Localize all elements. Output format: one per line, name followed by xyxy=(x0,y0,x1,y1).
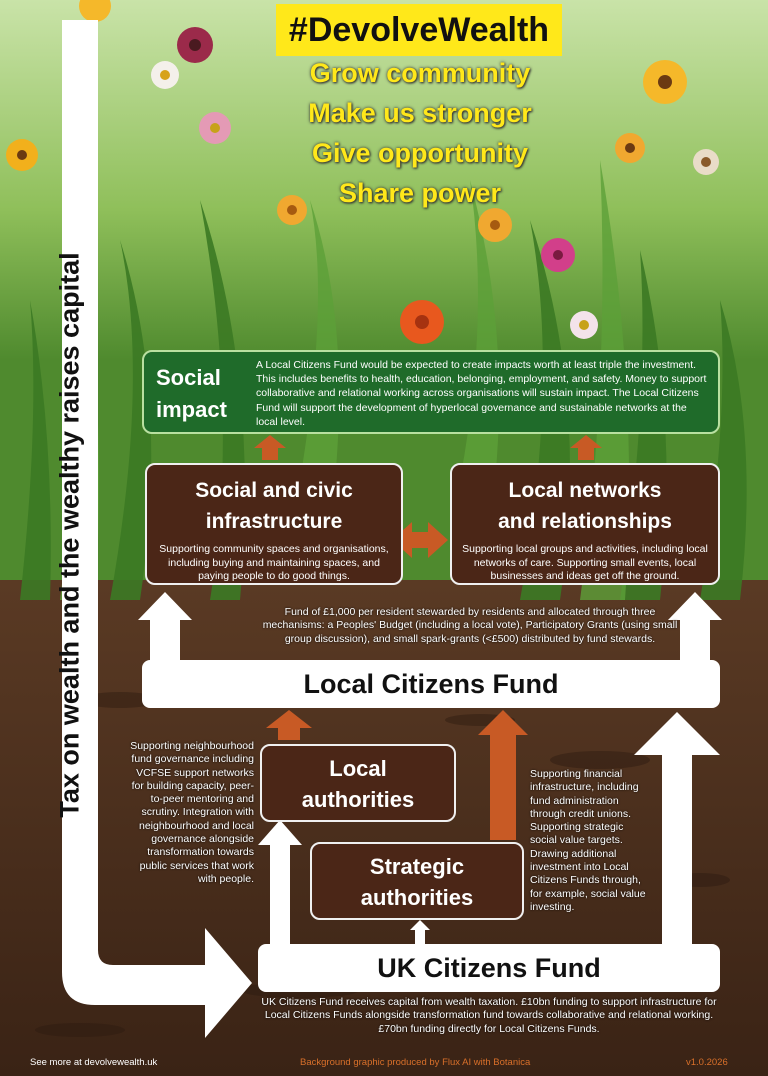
social-civic-title-line1: Social and civic xyxy=(195,479,353,502)
local-authorities-box: Local authorities xyxy=(260,744,456,822)
local-networks-text: Supporting local groups and activities, … xyxy=(462,543,708,582)
local-citizens-fund-bar: Local Citizens Fund xyxy=(142,660,720,708)
social-civic-box: Social and civic infrastructure Supporti… xyxy=(145,463,403,585)
strategic-authorities-line2: authorities xyxy=(360,885,474,910)
local-authorities-line1: Local xyxy=(329,756,387,781)
local-networks-box: Local networks and relationships Support… xyxy=(450,463,720,585)
strategic-authorities-box: Strategic authorities xyxy=(310,842,524,920)
hashtag-title: #DevolveWealth xyxy=(276,4,562,56)
side-label: Tax on wealth and the wealthy raises cap… xyxy=(40,120,100,950)
social-impact-box: Social impact A Local Citizens Fund woul… xyxy=(142,350,720,434)
footer-website[interactable]: See more at devolvewealth.uk xyxy=(30,1057,158,1068)
slogan-line-4: Share power xyxy=(338,178,502,208)
fund-note: Fund of £1,000 per resident stewarded by… xyxy=(262,606,678,645)
slogan-line-3: Give opportunity xyxy=(312,138,528,168)
social-impact-title-line1: Social xyxy=(156,365,221,390)
side-label-text: Tax on wealth and the wealthy raises cap… xyxy=(54,252,85,818)
footer-version: v1.0.2026 xyxy=(686,1057,728,1068)
local-authorities-line2: authorities xyxy=(301,787,415,812)
social-civic-title-line2: infrastructure xyxy=(205,510,343,533)
social-impact-text: A Local Citizens Fund would be expected … xyxy=(256,359,707,428)
footer-credit: Background graphic produced by Flux AI w… xyxy=(300,1057,531,1068)
slogan-line-2: Make us stronger xyxy=(308,98,532,128)
uk-citizens-fund-bar: UK Citizens Fund xyxy=(258,944,720,992)
uk-citizens-fund-label: UK Citizens Fund xyxy=(377,953,601,983)
social-civic-text: Supporting community spaces and organisa… xyxy=(159,543,389,582)
local-citizens-fund-label: Local Citizens Fund xyxy=(303,669,559,699)
local-networks-title-line1: Local networks xyxy=(508,479,662,502)
slogan-line-1: Grow community xyxy=(309,58,531,88)
social-impact-title-line2: impact xyxy=(156,397,227,422)
strategic-authorities-line1: Strategic xyxy=(369,854,465,879)
social-impact-title: Social impact xyxy=(156,362,227,426)
uk-note: UK Citizens Fund receives capital from w… xyxy=(261,996,717,1035)
local-networks-title-line2: and relationships xyxy=(498,510,672,533)
left-note: Supporting neighbourhood fund governance… xyxy=(130,740,254,885)
right-note: Supporting financial infrastructure, inc… xyxy=(530,768,646,913)
